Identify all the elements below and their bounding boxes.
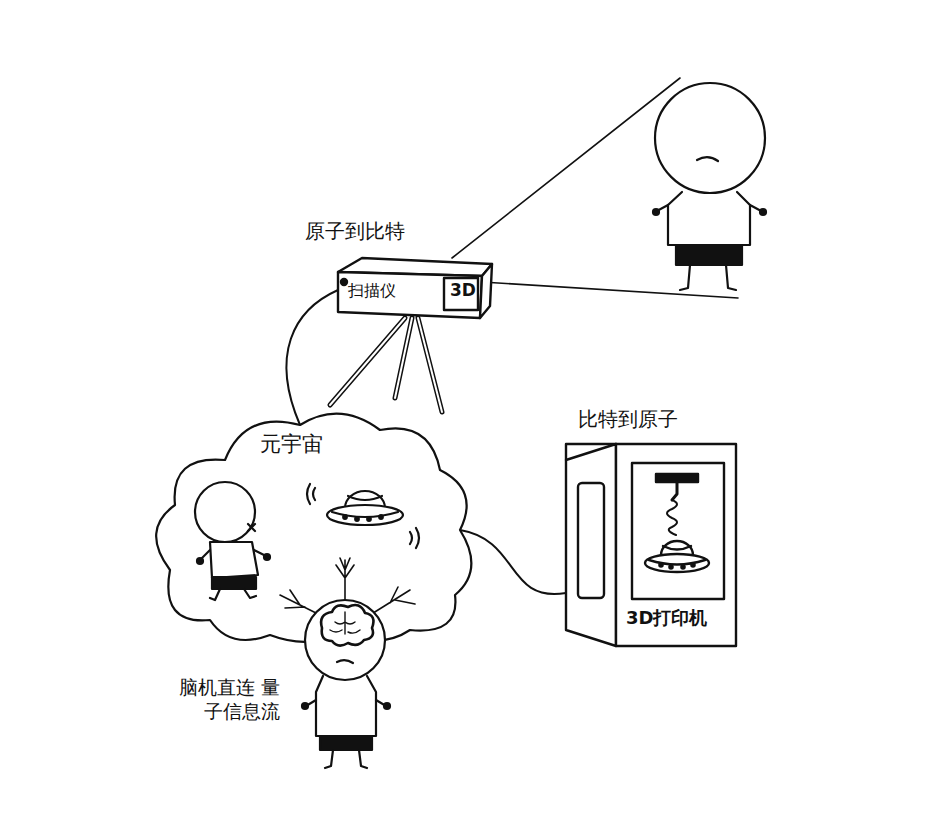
metaverse-cloud: 元宇宙 <box>140 400 480 645</box>
figure-caption: 脑机直连 量子信息流 <box>168 676 280 724</box>
scanner-heading: 原子到比特 <box>305 220 405 243</box>
cloud-label: 元宇宙 <box>260 432 323 456</box>
scanner-label: 扫描仪 <box>348 282 396 300</box>
printer-label: 3D打印机 <box>626 608 707 629</box>
scanner-3d-mark: 3D <box>450 281 476 301</box>
printer-box: 比特到原子 3D打印机 <box>560 408 740 650</box>
cable-connector <box>460 530 566 594</box>
scanner-box: 原子到比特扫描仪 3D <box>300 220 495 320</box>
printer-heading: 比特到原子 <box>578 408 678 431</box>
cable-connector <box>286 290 338 425</box>
